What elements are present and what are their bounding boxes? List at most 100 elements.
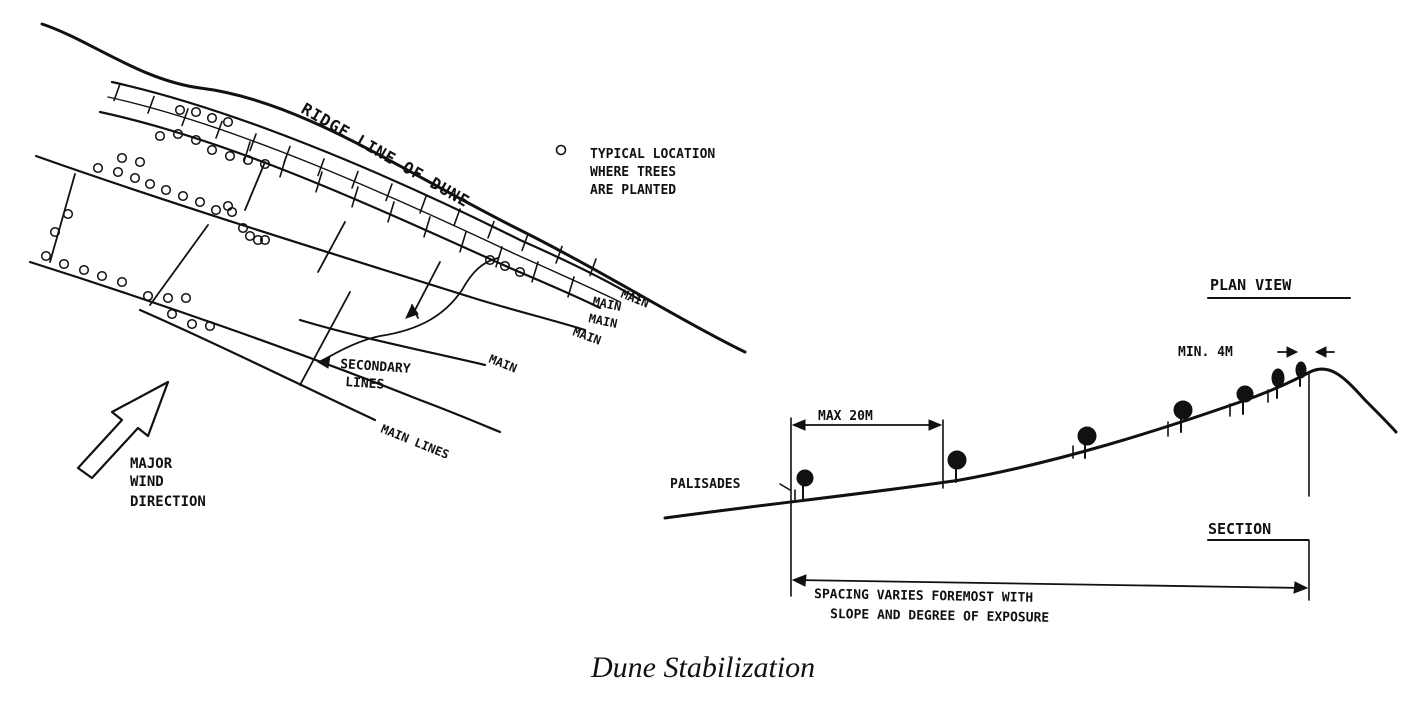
main-line-right	[298, 318, 487, 367]
tree-marker	[96, 270, 108, 282]
arrowhead-secondary-2	[316, 355, 331, 369]
tree-marker	[259, 234, 271, 246]
block-divider	[385, 183, 393, 202]
block-divider	[113, 83, 121, 102]
block-divider	[423, 216, 431, 238]
section-title: SECTION	[1208, 520, 1271, 538]
secondary-lines-label-2: LINES	[345, 375, 385, 393]
legend-line-2: WHERE TREES	[590, 165, 676, 180]
tree-marker	[58, 258, 70, 270]
wind-label-1: MAJOR	[130, 456, 173, 472]
tree-marker	[204, 320, 216, 332]
tree-marker	[112, 166, 124, 178]
ground-profile	[663, 367, 1398, 520]
max-arrow-right	[928, 419, 943, 431]
tree-marker	[166, 308, 178, 320]
secondary-cross-lines	[49, 161, 441, 386]
tree-3	[1072, 426, 1097, 459]
tree-marker	[116, 276, 128, 288]
tree-marker	[174, 104, 186, 116]
min-arrow-left-head	[1286, 346, 1299, 358]
tree-5	[1229, 385, 1254, 417]
tree-4	[1167, 400, 1193, 437]
main-label-1: MAIN	[619, 287, 651, 311]
tree-2	[947, 450, 967, 483]
min-spacing-label: MIN. 4M	[1178, 345, 1233, 360]
spacing-dimension	[794, 579, 1306, 589]
tree-marker	[134, 156, 146, 168]
spacing-arrow-left	[791, 574, 807, 587]
wind-label-2: WIND	[130, 474, 164, 490]
main-label-4: MAIN	[571, 325, 603, 348]
tree-marker	[206, 144, 218, 156]
tree-marker	[244, 230, 256, 242]
tree-marker	[206, 112, 218, 124]
tree-marker	[160, 184, 172, 196]
tree-marker	[129, 172, 141, 184]
block-divider	[351, 170, 359, 189]
block-divider	[249, 133, 257, 152]
tree-marker	[210, 204, 222, 216]
tree-6	[1267, 368, 1285, 403]
tree-marker	[190, 106, 202, 118]
secondary-leader	[319, 257, 499, 363]
tree-legend: TYPICAL LOCATION WHERE TREES ARE PLANTED	[555, 144, 715, 198]
tree-marker	[186, 318, 198, 330]
section-drawing	[663, 297, 1398, 601]
main-lines-label: MAIN LINES	[379, 422, 451, 462]
tree-1	[794, 469, 814, 503]
block-divider	[387, 201, 395, 223]
block-divider	[279, 156, 287, 178]
main-label-3: MAIN	[587, 311, 618, 331]
block-divider	[315, 171, 323, 193]
tree-marker	[194, 196, 206, 208]
block-divider	[215, 120, 223, 139]
tree-legend-symbol	[555, 144, 567, 156]
tree-marker	[92, 162, 104, 174]
band-line-1	[110, 80, 642, 302]
tree-marker	[40, 250, 52, 262]
tree-marker	[142, 290, 154, 302]
section-trees	[794, 361, 1307, 503]
block-divider	[531, 261, 539, 283]
tree-marker	[237, 222, 249, 234]
min-arrow-right-head	[1314, 346, 1327, 358]
plan-view-drawing	[28, 22, 747, 480]
block-divider	[589, 258, 597, 277]
max-spacing-label: MAX 20M	[818, 409, 873, 424]
tree-marker	[180, 292, 192, 304]
tree-marker	[252, 234, 264, 246]
band-line-4	[28, 260, 502, 434]
tree-marker	[514, 266, 526, 278]
tree-marker	[62, 208, 74, 220]
main-line-lower	[138, 308, 377, 422]
spacing-note-2: SLOPE AND DEGREE OF EXPOSURE	[830, 607, 1049, 626]
legend-line-3: ARE PLANTED	[590, 183, 676, 198]
dune-ridge-line	[40, 22, 747, 354]
block-divider	[459, 231, 467, 253]
wind-label-3: DIRECTION	[130, 494, 206, 510]
tree-marker	[499, 260, 511, 272]
wind-direction-arrow	[76, 380, 170, 480]
tree-marker	[177, 190, 189, 202]
secondary-lines-label-1: SECONDARY	[340, 357, 411, 377]
block-divider	[555, 245, 563, 264]
tree-marker	[162, 292, 174, 304]
tree-marker	[144, 178, 156, 190]
palisades-label: PALISADES	[670, 477, 741, 492]
band-line-2	[98, 110, 602, 310]
plan-view-title: PLAN VIEW	[1210, 276, 1292, 294]
main-label-right: MAIN	[487, 352, 519, 376]
spacing-arrow-right	[1293, 581, 1309, 594]
tree-markers	[40, 104, 526, 332]
main-label-2: MAIN	[591, 294, 622, 314]
tree-marker	[49, 226, 61, 238]
palisades-leader	[779, 483, 791, 491]
planting-blocks	[107, 83, 621, 303]
figure-caption: Dune Stabilization	[590, 651, 815, 684]
block-divider	[147, 95, 155, 114]
tree-marker	[222, 200, 234, 212]
block-divider	[243, 141, 251, 163]
block-divider	[351, 186, 359, 208]
